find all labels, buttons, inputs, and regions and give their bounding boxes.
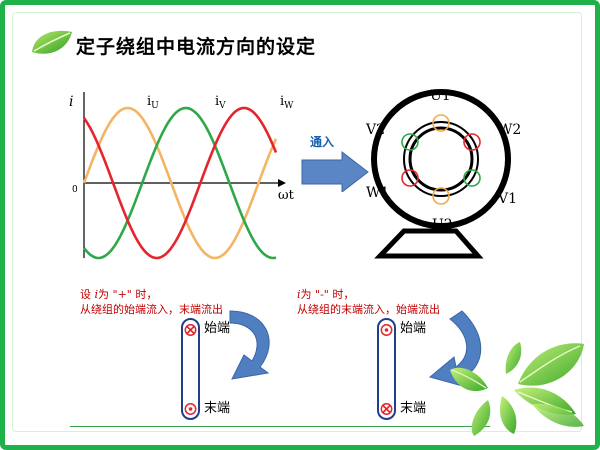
curved-arrow-icon	[229, 310, 270, 380]
input-arrow-label: 通入	[310, 134, 334, 149]
positive-start-label: 始端	[204, 321, 231, 336]
curve-label-iv: iV	[215, 94, 226, 111]
terminal-label-w1: W1	[366, 185, 389, 201]
negative-case-line2: 从绕组的末端流入，始端流出	[297, 303, 440, 316]
terminal-label-v2: V2	[365, 122, 385, 138]
negative-end-label: 末端	[400, 401, 427, 416]
negative-start-label: 始端	[400, 321, 427, 336]
bottom-divider	[70, 426, 490, 427]
winding-coil	[377, 318, 396, 420]
negative-case-line1: i为 "-" 时，	[297, 288, 355, 301]
rotor	[408, 126, 474, 192]
positive-case-line2: 从绕组的始端流入，末端流出	[80, 303, 223, 316]
slot-w1	[401, 169, 419, 187]
terminal-label-w2: W2	[498, 122, 521, 138]
curved-arrow-icon	[428, 310, 482, 388]
x-axis-label: ωt	[278, 188, 295, 203]
positive-case-note: 设 i为 "+" 时， 从绕组的始端流入，末端流出	[80, 287, 223, 317]
slot-u1	[432, 114, 450, 132]
leaf-icon	[32, 30, 72, 54]
origin-label: 0	[72, 185, 78, 195]
motor-base	[374, 228, 484, 259]
winding-coil	[181, 318, 200, 420]
slot-w2	[463, 133, 481, 151]
page-title: 定子绕组中电流方向的设定	[76, 36, 317, 58]
curve-label-iw: iW	[280, 94, 294, 111]
slot-v2	[401, 133, 419, 151]
curve-iw	[82, 106, 278, 260]
input-arrow: 通入	[301, 134, 369, 192]
terminal-label-v1: V1	[497, 191, 517, 207]
winding-negative	[377, 310, 482, 420]
curve-iv	[82, 106, 277, 260]
curve-label-iu: iU	[147, 94, 159, 111]
x-axis-arrow-icon	[278, 179, 286, 187]
slot-v1	[463, 169, 481, 187]
terminal-label-u1: U1	[430, 88, 451, 104]
winding-positive	[181, 310, 270, 420]
slot-u2	[432, 187, 450, 205]
waveform-plot: i 0 ωt iU iV iW	[69, 92, 295, 260]
terminal-label-u2: U2	[432, 217, 453, 233]
inner-border	[12, 12, 582, 432]
positive-end-label: 末端	[204, 401, 231, 416]
y-axis-label: i	[69, 94, 73, 110]
negative-case-note: i为 "-" 时， 从绕组的末端流入，始端流出	[297, 287, 440, 317]
motor-diagram: U1 U2 V2 W2 W1 V1	[365, 88, 521, 259]
right-arrow-icon	[301, 150, 369, 192]
decorative-leaves-icon	[450, 342, 584, 436]
positive-case-line1: 设 i为 "+" 时，	[80, 288, 158, 301]
